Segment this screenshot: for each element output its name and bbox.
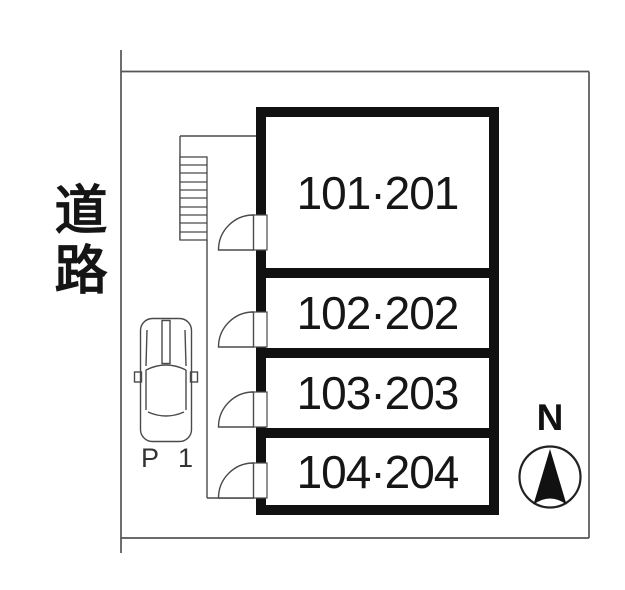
door-swing-icon (217, 214, 268, 251)
room-102-202-area (266, 278, 489, 348)
north-label: N (536, 397, 564, 438)
car-icon (133, 317, 199, 443)
compass-icon (518, 445, 582, 509)
room-104-204-area (266, 438, 489, 505)
road-label: 道路 (47, 182, 106, 302)
entrance-doors (217, 214, 268, 499)
room-label-101-201: 101·201 (296, 166, 460, 219)
room-103-203-area (266, 358, 489, 428)
room-label-104-204: 104·204 (296, 445, 460, 498)
room-label-102-202: 102·202 (296, 287, 460, 339)
parking-space-label: P 1 (140, 442, 200, 473)
door-swing-icon (217, 462, 268, 499)
stairs-icon (179, 156, 208, 241)
door-swing-icon (217, 391, 268, 428)
door-swing-icon (217, 311, 268, 348)
room-label-103-203: 103·203 (296, 367, 460, 419)
compass-north-needle-icon (533, 449, 567, 505)
building-outline (256, 107, 499, 515)
room-101-201-area (266, 117, 489, 268)
property-boundary-lines (120, 50, 590, 553)
